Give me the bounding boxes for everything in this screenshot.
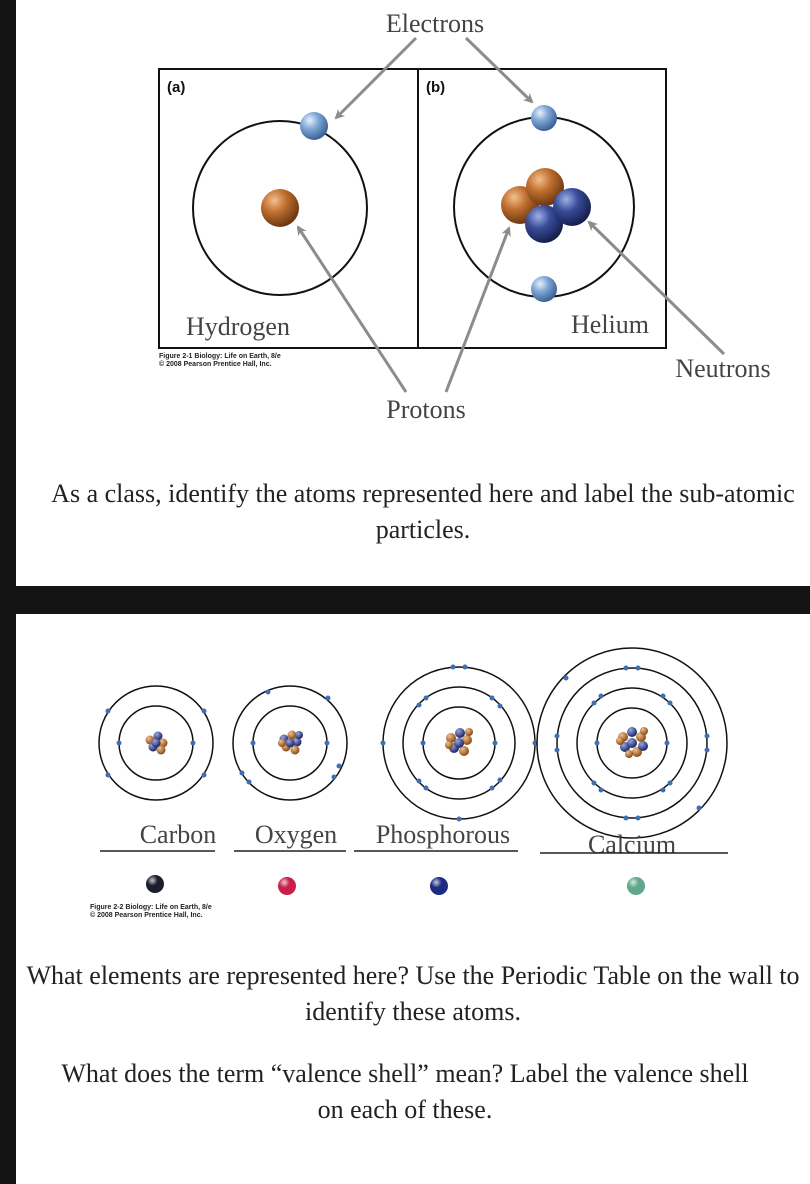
- carbon-nucleus: [145, 731, 168, 755]
- figure-caption-2-line1: Figure 2-2 Biology: Life on Earth, 8/e: [90, 904, 212, 911]
- proton-arrow-b: [444, 226, 511, 393]
- hydrogen-electron: [300, 112, 328, 140]
- question-valence-shell: What does the term “valence shell” mean?…: [61, 1059, 749, 1124]
- carbon-electrons: [105, 708, 207, 778]
- figure-caption-2: Figure 2-2 Biology: Life on Earth, 8/e ©…: [90, 904, 212, 920]
- oxygen-model: [232, 685, 348, 801]
- hydrogen-label: Hydrogen: [186, 312, 290, 341]
- calcium-electrons: [554, 665, 710, 821]
- phosphorous-shell-2: [402, 686, 516, 800]
- calcium-model: [536, 647, 728, 839]
- phosphorous-nucleus: [445, 728, 473, 756]
- carbon-model: [98, 685, 214, 801]
- slide-bohr-models: Carbon Oxygen Phosphorous Calcium Figure…: [16, 614, 810, 1184]
- protons-label: Protons: [386, 395, 465, 424]
- phosphorous-model: [380, 664, 538, 822]
- panel-b-frame: [417, 68, 667, 349]
- oxygen-shell-2: [232, 685, 348, 801]
- calcium-shell-3: [556, 667, 708, 819]
- oxygen-electrons: [239, 689, 342, 785]
- calcium-shell-2: [576, 687, 688, 799]
- helium-proton-top: [526, 168, 564, 206]
- helium-neutron-bottom: [525, 205, 563, 243]
- hydrogen-proton: [261, 189, 299, 227]
- figure-caption-1-line2: © 2008 Pearson Prentice Hall, Inc.: [159, 361, 272, 368]
- oxygen-nucleus: [278, 730, 303, 755]
- helium-electron-bottom: [531, 276, 557, 302]
- neutron-arrow: [587, 220, 726, 356]
- figure-caption-2-line2: © 2008 Pearson Prentice Hall, Inc.: [90, 912, 203, 919]
- helium-electron-top: [531, 105, 557, 131]
- slide-atom-structure: (a) (b) Electrons Protons Neutrons Hydro…: [16, 0, 810, 586]
- figure-caption-1-line1: Figure 2-1 Biology: Life on Earth, 8/e: [159, 353, 281, 360]
- neutrons-label: Neutrons: [675, 354, 770, 383]
- question-identify-elements: What elements are represented here? Use …: [26, 961, 800, 1026]
- calcium-shell-4: [536, 647, 728, 839]
- atom-label-phosphorous: Phosphorous: [376, 820, 510, 849]
- electron-arrow-a: [334, 36, 418, 120]
- electrons-label: Electrons: [386, 9, 484, 38]
- question-identify-atoms: As a class, identify the atoms represent…: [51, 479, 795, 544]
- figure-caption-1: Figure 2-1 Biology: Life on Earth, 8/e ©…: [159, 353, 281, 369]
- panel-a-label: (a): [167, 79, 185, 96]
- atom-label-oxygen: Oxygen: [255, 820, 337, 849]
- proton-arrow-a: [296, 225, 408, 393]
- calcium-nucleus: [616, 727, 648, 758]
- helium-label: Helium: [571, 310, 649, 339]
- bohr-figure: Carbon Oxygen Phosphorous Calcium: [98, 647, 728, 895]
- atom-figure: (a) (b) Electrons Protons Neutrons Hydro…: [158, 9, 771, 424]
- electron-arrow-b: [464, 36, 534, 104]
- helium-neutron-right: [553, 188, 591, 226]
- hydrogen-orbit: [192, 120, 368, 296]
- carbon-shell-2: [98, 685, 214, 801]
- atom-label-calcium: Calcium: [588, 830, 676, 859]
- color-key: [146, 875, 645, 895]
- panel-b-label: (b): [426, 79, 445, 96]
- phosphorous-electrons: [380, 664, 538, 822]
- atom-label-carbon: Carbon: [140, 820, 217, 849]
